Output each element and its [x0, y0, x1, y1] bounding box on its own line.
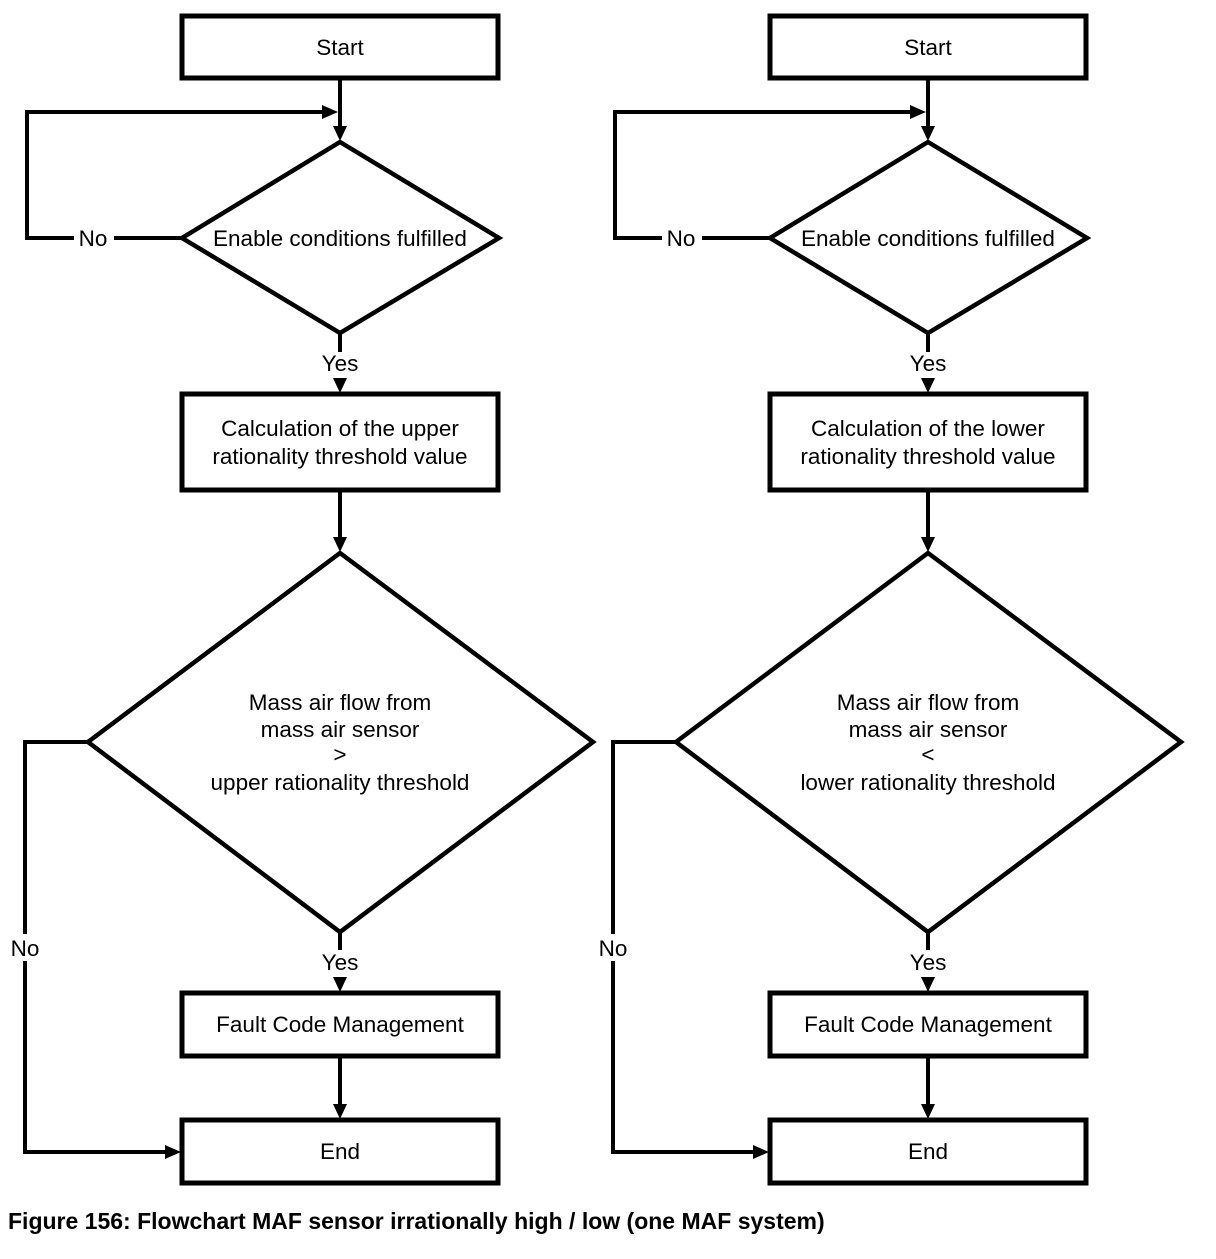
maf-decision-label-line3: > [333, 742, 346, 767]
figure-caption: Figure 156: Flowchart MAF sensor irratio… [8, 1208, 825, 1234]
start-node [767, 13, 1089, 81]
arrowhead-right-icon [910, 105, 926, 119]
maf-yes-label: Yes [910, 950, 947, 975]
arrowhead-down-icon [921, 977, 935, 992]
maf-no-label: No [11, 936, 40, 961]
enable-decision-label: Enable conditions fulfilled [213, 226, 467, 251]
fault-code-label: Fault Code Management [804, 1012, 1052, 1037]
arrowhead-down-icon [333, 537, 347, 552]
maf-decision-label-line4: upper rationality threshold [211, 770, 470, 795]
flowchart-maf-irrationally-low: Start No Enable conditions fulfilled Yes… [594, 13, 1185, 1186]
enable-no-label: No [667, 226, 696, 251]
arrowhead-right-icon [322, 105, 338, 119]
arrowhead-down-icon [333, 126, 347, 141]
fault-code-node [179, 990, 501, 1059]
maf-decision-label-line1: Mass air flow from [249, 690, 432, 715]
maf-decision-label-line2: mass air sensor [261, 717, 420, 742]
maf-yes-label: Yes [322, 950, 359, 975]
end-node [179, 1117, 501, 1186]
calc-threshold-node [179, 391, 501, 493]
maf-decision-label-line2: mass air sensor [849, 717, 1008, 742]
calc-threshold-node [767, 391, 1089, 493]
arrowhead-down-icon [921, 126, 935, 141]
calc-threshold-label-line1: Calculation of the lower [811, 416, 1045, 441]
enable-yes-label: Yes [910, 351, 947, 376]
arrowhead-down-icon [921, 378, 935, 393]
enable-no-label: No [79, 226, 108, 251]
arrowhead-right-icon [753, 1145, 769, 1159]
maf-no-label-bg [6, 934, 44, 961]
enable-decision-label: Enable conditions fulfilled [801, 226, 1055, 251]
arrowhead-down-icon [333, 977, 347, 992]
arrowhead-right-icon [165, 1145, 181, 1159]
arrowhead-down-icon [921, 1104, 935, 1119]
arrowhead-down-icon [921, 537, 935, 552]
maf-decision-label-line1: Mass air flow from [837, 690, 1020, 715]
enable-yes-label: Yes [322, 351, 359, 376]
calc-threshold-label-line2: rationality threshold value [800, 444, 1055, 469]
maf-decision-label-line4: lower rationality threshold [800, 770, 1055, 795]
calc-threshold-label-line1: Calculation of the upper [221, 416, 459, 441]
flowchart-maf-irrationally-high: Start No Enable conditions fulfilled Yes… [6, 13, 597, 1186]
fault-code-label: Fault Code Management [216, 1012, 464, 1037]
maf-no-label: No [599, 936, 628, 961]
maf-no-label-bg [594, 934, 632, 961]
start-label: Start [904, 35, 952, 60]
calc-threshold-label-line2: rationality threshold value [212, 444, 467, 469]
maf-decision-label-line3: < [921, 742, 934, 767]
enable-no-label-bg [662, 224, 702, 251]
arrowhead-down-icon [333, 1104, 347, 1119]
end-label: End [908, 1139, 948, 1164]
end-node [767, 1117, 1089, 1186]
enable-no-label-bg [74, 224, 114, 251]
start-label: Start [316, 35, 364, 60]
arrowhead-down-icon [333, 378, 347, 393]
end-label: End [320, 1139, 360, 1164]
